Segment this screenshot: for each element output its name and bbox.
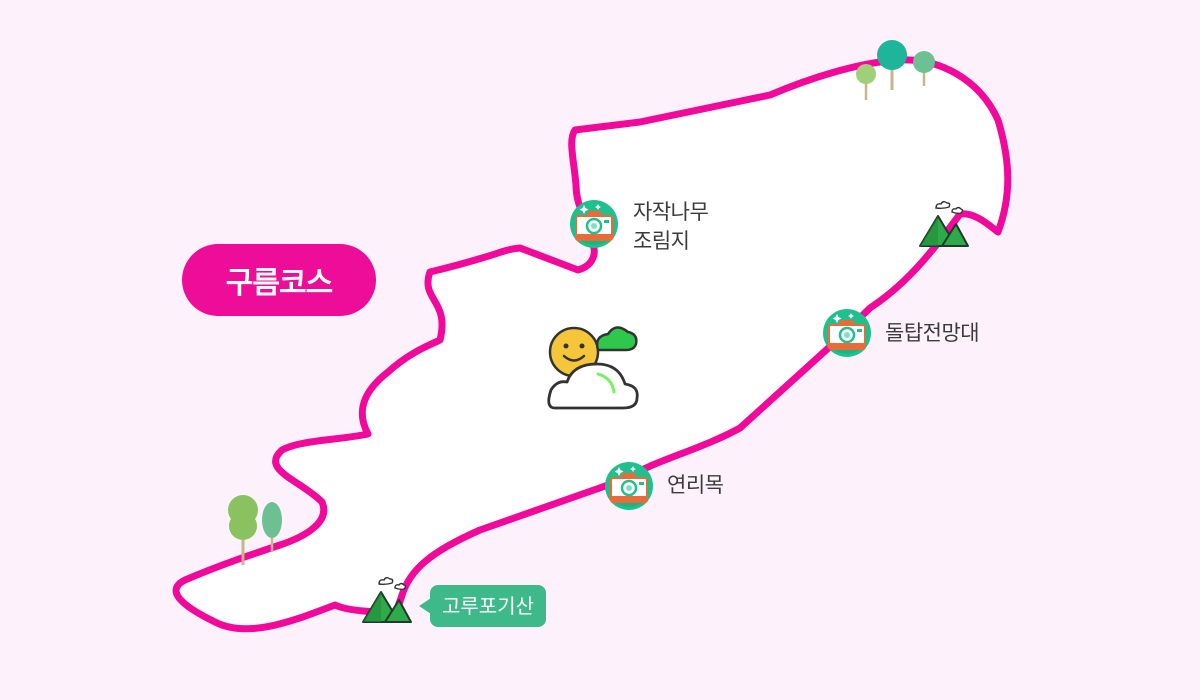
peak-label-tooltip[interactable]: 고루포기산 <box>419 585 546 627</box>
camera-icon-jajak[interactable] <box>568 198 620 250</box>
course-name-badge: 구름코스 <box>182 244 376 316</box>
tree-group-top <box>856 40 935 100</box>
poi-label-doltap[interactable]: 돌탑전망대 <box>885 319 980 348</box>
camera-icon-yeonri[interactable] <box>603 460 655 512</box>
poi-label-line: 조림지 <box>633 229 690 253</box>
poi-label-line: 연리목 <box>667 473 724 497</box>
poi-label-line: 자작나무 <box>633 200 709 224</box>
poi-label-line: 돌탑전망대 <box>885 321 980 345</box>
tree-group-left <box>228 495 282 565</box>
poi-label-jajak[interactable]: 자작나무 조림지 <box>633 198 709 256</box>
camera-icon-doltap[interactable] <box>821 307 873 359</box>
poi-label-yeonri[interactable]: 연리목 <box>667 471 724 500</box>
weather-icon <box>547 326 639 410</box>
